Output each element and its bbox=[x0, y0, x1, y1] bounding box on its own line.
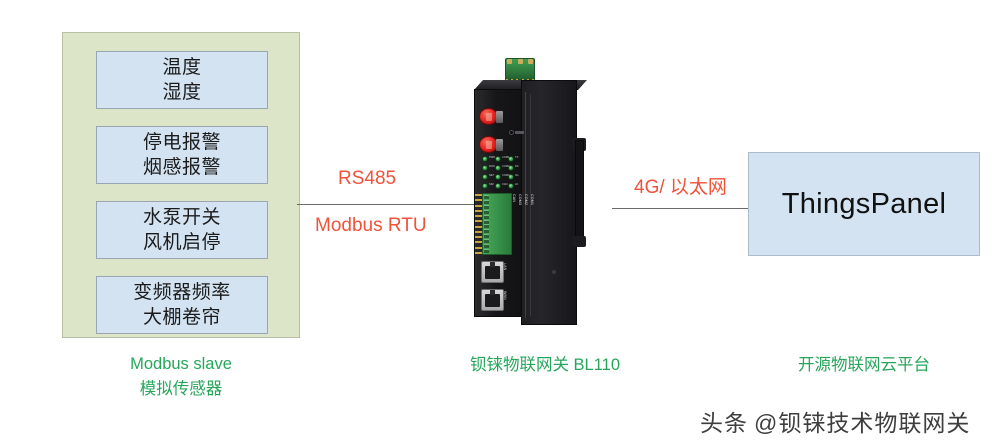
port-group-label: COM1 bbox=[530, 194, 534, 206]
led-indicator bbox=[495, 183, 501, 189]
led-label: COM2 bbox=[502, 165, 510, 168]
led-row: SIM CAN LK bbox=[478, 183, 520, 190]
led-indicator bbox=[495, 156, 501, 162]
gateway-caption: 钡铼物联网关 BL110 bbox=[469, 356, 621, 374]
antenna-nut bbox=[496, 139, 503, 151]
ethernet-port-wan bbox=[481, 289, 504, 311]
led-indicator bbox=[508, 165, 514, 171]
port-group-label: COM3 bbox=[518, 194, 522, 206]
led-indicator bbox=[508, 174, 514, 180]
led-label: COM3 bbox=[502, 174, 510, 177]
sensor-box: 水泵开关 风机启停 bbox=[96, 201, 268, 259]
sensor-box-line2: 风机启停 bbox=[142, 232, 221, 253]
watermark-prefix: 头条 bbox=[700, 410, 748, 436]
din-rail-clip bbox=[575, 140, 584, 246]
platform-box: ThingsPanel bbox=[748, 152, 980, 256]
housing-screw bbox=[552, 270, 556, 274]
sensor-box: 变频器频率 大棚卷帘 bbox=[96, 276, 268, 334]
watermark-handle: @钡铼技术物联网关 bbox=[754, 410, 971, 436]
sensor-group-caption-line2: 模拟传感器 bbox=[139, 380, 223, 398]
sensor-box-line2: 湿度 bbox=[162, 82, 202, 103]
watermark: 头条@钡铼技术物联网关 bbox=[700, 404, 970, 438]
rs485-label: RS485 bbox=[338, 168, 397, 189]
terminal-strip-pins bbox=[475, 194, 482, 254]
sensor-box: 停电报警 烟感报警 bbox=[96, 126, 268, 184]
ethernet-port-label: LAN bbox=[503, 263, 507, 271]
led-label: PWR bbox=[489, 156, 496, 159]
sensor-box-line1: 停电报警 bbox=[142, 132, 221, 153]
wan-connection-line bbox=[612, 208, 754, 209]
led-indicator bbox=[482, 165, 488, 171]
power-terminal-block bbox=[505, 58, 535, 80]
led-label: CAN bbox=[502, 183, 508, 186]
antenna-connector-icon bbox=[479, 136, 498, 153]
led-indicator bbox=[482, 156, 488, 162]
sensor-box-line2: 大棚卷帘 bbox=[142, 307, 221, 328]
led-label: NET bbox=[489, 174, 495, 177]
device-seam bbox=[525, 92, 526, 318]
led-label: LK bbox=[515, 183, 519, 186]
port-group-label: CAN bbox=[512, 194, 516, 203]
reset-button bbox=[509, 130, 514, 135]
sensor-box-line1: 变频器频率 bbox=[133, 282, 231, 303]
ethernet-port-lan bbox=[481, 261, 504, 283]
led-row: NET COM3 4G bbox=[478, 174, 520, 181]
reset-label-mark bbox=[515, 131, 524, 134]
sensor-box-line1: 水泵开关 bbox=[142, 207, 221, 228]
led-indicator bbox=[508, 156, 514, 162]
led-row: RUN COM2 RX bbox=[478, 165, 520, 172]
gateway-device-image: PWR COM1 TX RUN COM2 RX NET COM3 4G SIM … bbox=[470, 58, 630, 325]
platform-name: ThingsPanel bbox=[781, 187, 947, 220]
led-label: COM1 bbox=[502, 156, 510, 159]
port-group-label: COM2 bbox=[524, 194, 528, 206]
platform-caption: 开源物联网云平台 bbox=[798, 356, 930, 374]
led-indicator bbox=[482, 174, 488, 180]
device-seam bbox=[530, 94, 531, 316]
ethernet-port-label: WAN bbox=[503, 291, 507, 300]
led-indicator bbox=[495, 165, 501, 171]
led-indicator-panel: PWR COM1 TX RUN COM2 RX NET COM3 4G SIM … bbox=[478, 156, 520, 190]
led-indicator bbox=[495, 174, 501, 180]
led-label: SIM bbox=[489, 183, 494, 186]
sensor-group-caption-line1: Modbus slave bbox=[130, 355, 232, 373]
led-label: TX bbox=[515, 156, 519, 159]
sensor-group-container: 温度 湿度 停电报警 烟感报警 水泵开关 风机启停 变频器频率 大棚卷帘 bbox=[62, 32, 300, 338]
led-label: RUN bbox=[489, 165, 495, 168]
terminal-strip-screws bbox=[484, 195, 493, 253]
led-label: 4G bbox=[515, 174, 519, 177]
antenna-nut bbox=[496, 111, 503, 123]
din-rail-clip-bottom bbox=[572, 236, 586, 247]
led-row: PWR COM1 TX bbox=[478, 156, 520, 163]
rs485-connection-line bbox=[297, 204, 485, 205]
led-indicator bbox=[508, 183, 514, 189]
sensor-box: 温度 湿度 bbox=[96, 51, 268, 109]
led-indicator bbox=[482, 183, 488, 189]
wan-label: 4G/ 以太网 bbox=[634, 177, 727, 198]
modbus-rtu-label: Modbus RTU bbox=[315, 215, 427, 236]
sensor-box-line1: 温度 bbox=[162, 57, 202, 78]
sensor-box-line2: 烟感报警 bbox=[142, 157, 221, 178]
sensor-group-caption: Modbus slave 模拟传感器 bbox=[62, 352, 300, 402]
power-terminal-screws bbox=[507, 59, 533, 66]
led-label: RX bbox=[515, 165, 519, 168]
